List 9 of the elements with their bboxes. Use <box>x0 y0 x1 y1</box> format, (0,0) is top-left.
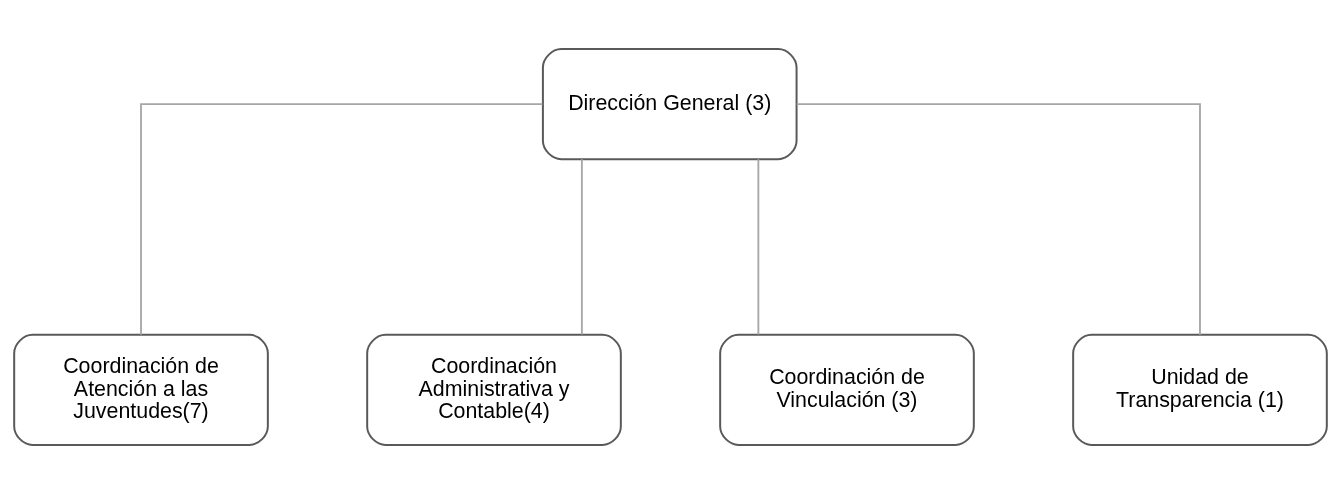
node-box: Coordinación de Vinculación (3) <box>719 333 975 446</box>
connector <box>580 157 583 335</box>
node-box: Dirección General (3) <box>541 47 798 160</box>
node-box: Coordinación Administrativa y Contable(4) <box>366 333 622 446</box>
connector <box>795 102 1201 336</box>
connector <box>140 102 544 336</box>
node-box: Unidad de Transparencia (1) <box>1072 333 1328 446</box>
connector <box>757 157 760 335</box>
node-box: Coordinación de Atención a las Juventudes(7) <box>13 333 269 446</box>
